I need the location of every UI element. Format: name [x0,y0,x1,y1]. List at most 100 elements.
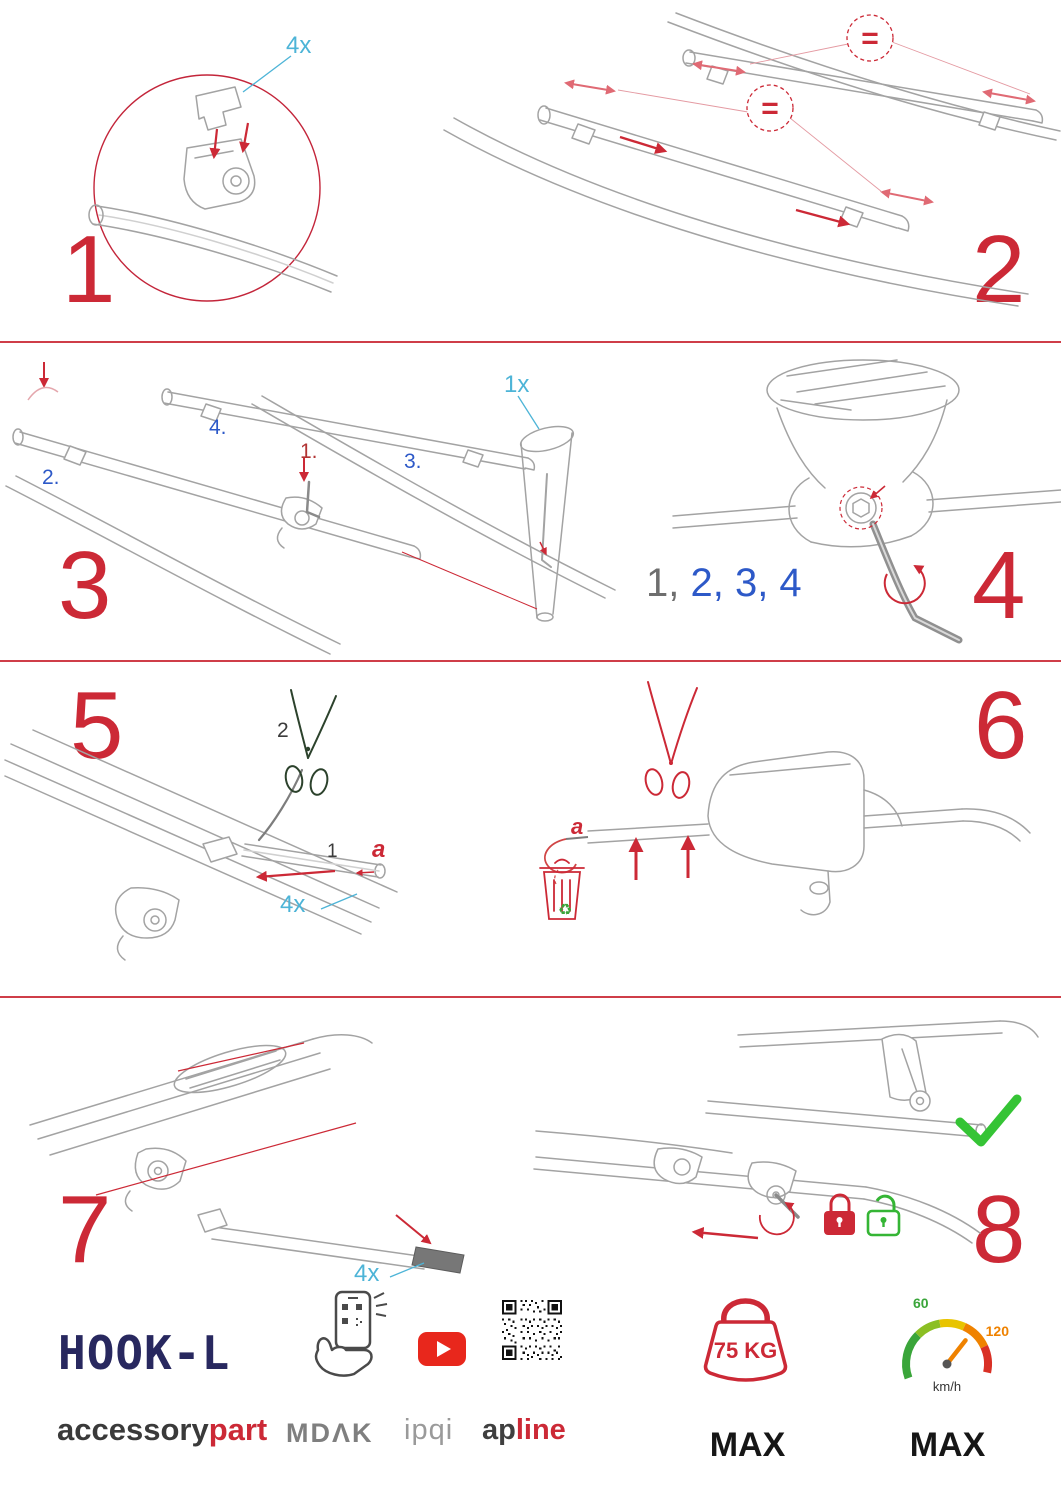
section-divider-3 [0,996,1061,998]
play-triangle [437,1341,451,1357]
speed-low-label: 60 [913,1295,929,1311]
gauge-hub [942,1359,952,1369]
equal-sign-2: = [761,92,779,125]
clamp-body [114,887,180,961]
hex-key [305,480,321,519]
dimension-a-arrow [355,869,375,877]
rail-assembly [29,1034,373,1156]
magnified-funnel-view [519,425,575,622]
step-5-illustration [4,689,398,961]
clamp-body [183,86,256,210]
section-divider-2 [0,660,1061,662]
padlock-open-icon [866,1194,901,1237]
step-1-illustration [88,55,338,302]
logo-apline: apline [482,1416,566,1445]
qty-leader-line [389,1262,425,1278]
brand-right: part [208,1412,268,1447]
logo-mdak: MDΛK [286,1418,374,1448]
scan-phone-icon [314,1290,388,1377]
rubber-clip-piece [195,86,242,131]
step-5-label-a: a [372,836,386,863]
step-6-label-a: a [571,814,584,839]
step-5-label-1: 1 [327,841,338,862]
hook-ghost-curl [27,386,59,401]
magnifier-circle [93,74,321,302]
strip-end [565,836,589,840]
logo-ipqi: ipqi [404,1414,454,1446]
insert-arrows [209,122,250,160]
step-7-illustration [29,1034,465,1278]
spacing-measure-arrows [564,60,1036,206]
equal-badge-1: = [846,14,894,62]
scan-signal-lines [373,1292,388,1317]
step-3-number: 3 [58,532,112,639]
step-3-substep-2-label: 2. [42,466,60,489]
crossbar-through-clamp [672,489,1061,529]
weight-value: 75 KG [714,1338,778,1363]
step-6-illustration: ♻ [539,681,1031,920]
brand-left: accessory [57,1412,209,1447]
hex-key [869,520,963,644]
kettlebell-handle [721,1298,770,1325]
step-2-illustration: = = [443,12,1061,307]
key-seat-arrow [539,541,547,556]
roof-rails [443,12,1061,307]
phone-qr-screen [342,1304,362,1326]
rail-top-view [766,359,960,489]
roof-edge [4,729,398,935]
padlock-closed-icon [824,1193,855,1235]
recycle-icon: ♻ [558,900,572,919]
hand-icon [314,1337,373,1377]
qty-leader-line [242,55,292,93]
step-4-number: 4 [972,532,1026,639]
cap-insert-arrow [395,1214,432,1245]
scissors-icon [284,689,337,796]
step-3-illustration [5,362,616,655]
finished-assembly [705,1020,1039,1139]
section-divider-1 [0,341,1061,343]
crossbar-profile [88,204,338,293]
speed-high-label: 120 [986,1323,1010,1339]
hex-socket [852,498,870,518]
slide-check-arrow [691,1226,759,1240]
kettlebell-body [703,1320,788,1382]
qr-code [502,1300,562,1360]
roof-rails [5,395,616,655]
youtube-icon [418,1332,466,1366]
rubber-strip [257,768,304,842]
lock-assembly [533,1130,981,1244]
step-6-number: 6 [974,672,1028,779]
equal-badge-2: = [746,84,794,132]
clamp-with-hook [276,496,323,549]
step-5-qty-label: 4x [280,891,306,918]
clamp-body [124,1147,187,1212]
step-1-qty-label: 4x [286,32,312,59]
step-3-substep-4-label: 4. [209,416,227,439]
brand-logo: accessorypart [57,1414,267,1445]
trash-bin-icon [539,858,585,920]
step-8-illustration [533,1020,1039,1244]
sequence-rest: 2, 3, 4 [679,561,802,605]
sequence-first: 1, [646,561,680,605]
speed-max-label: MAX [909,1426,986,1464]
detail-leader-line [401,551,538,610]
step-5-number: 5 [70,672,124,779]
qty-leader-line [320,893,358,910]
end-cap [411,1246,465,1274]
qty-leader-line [517,395,540,430]
equal-connector-lines [617,41,1031,193]
logo-ap: ap [482,1414,516,1446]
gauge-needle [944,1338,968,1367]
step-3-substep-1-label: 1. [300,440,318,463]
push-strip-arrow [255,869,336,882]
alignment-line [95,1122,357,1196]
weight-max-label: MAX [709,1426,786,1464]
crossbar-rear [161,388,536,471]
step-7-number: 7 [58,1176,112,1283]
step-1-number: 1 [62,216,116,323]
slide-direction-arrows [619,135,851,228]
step-2-number: 2 [972,216,1026,323]
step-8-number: 8 [972,1176,1026,1283]
cut-strip-curl [544,838,577,874]
